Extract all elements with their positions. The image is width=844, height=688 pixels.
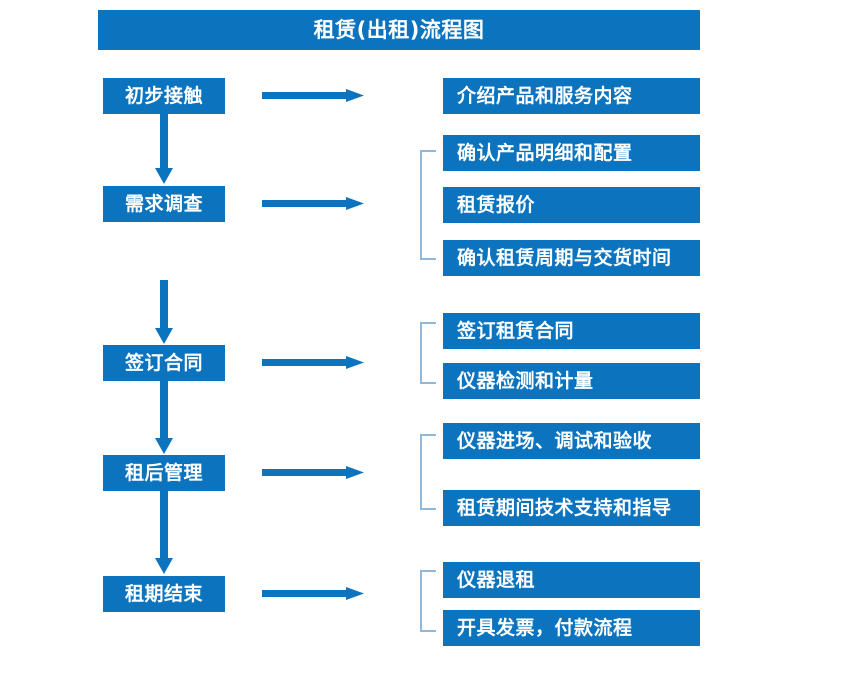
stage-box-sign-contract[interactable]: 签订合同: [103, 345, 225, 381]
detail-box-technical-support[interactable]: 租赁期间技术支持和指导: [443, 490, 700, 526]
group-bracket-demand-survey: [420, 150, 436, 260]
horizontal-arrow-1: [262, 89, 364, 102]
detail-box-rental-quotation[interactable]: 租赁报价: [443, 187, 700, 223]
vertical-arrow-4: [155, 491, 173, 574]
detail-box-confirm-product-details[interactable]: 确认产品明细和配置: [443, 135, 700, 171]
detail-box-invoice-payment[interactable]: 开具发票，付款流程: [443, 610, 700, 646]
stage-box-initial-contact[interactable]: 初步接触: [103, 78, 225, 114]
detail-box-confirm-period-delivery[interactable]: 确认租赁周期与交货时间: [443, 240, 700, 276]
vertical-arrow-2: [155, 280, 173, 344]
stage-box-lease-end[interactable]: 租期结束: [103, 576, 225, 612]
detail-box-sign-rental-contract[interactable]: 签订租赁合同: [443, 313, 700, 349]
detail-box-instrument-return[interactable]: 仪器退租: [443, 562, 700, 598]
horizontal-arrow-5: [262, 587, 364, 600]
group-bracket-post-rental: [420, 434, 436, 510]
vertical-arrow-3: [155, 381, 173, 454]
detail-box-instrument-entry-commission[interactable]: 仪器进场、调试和验收: [443, 423, 700, 459]
vertical-arrow-1: [155, 114, 173, 184]
horizontal-arrow-3: [262, 356, 364, 369]
horizontal-arrow-2: [262, 197, 364, 210]
detail-box-introduce-products[interactable]: 介绍产品和服务内容: [443, 78, 700, 114]
detail-box-instrument-inspection[interactable]: 仪器检测和计量: [443, 363, 700, 399]
stage-box-post-rental-management[interactable]: 租后管理: [103, 455, 225, 491]
horizontal-arrow-4: [262, 466, 364, 479]
group-bracket-sign-contract: [420, 322, 436, 384]
flowchart-title: 租赁(出租)流程图: [98, 10, 700, 50]
group-bracket-lease-end: [420, 570, 436, 632]
stage-box-demand-survey[interactable]: 需求调查: [103, 186, 225, 222]
